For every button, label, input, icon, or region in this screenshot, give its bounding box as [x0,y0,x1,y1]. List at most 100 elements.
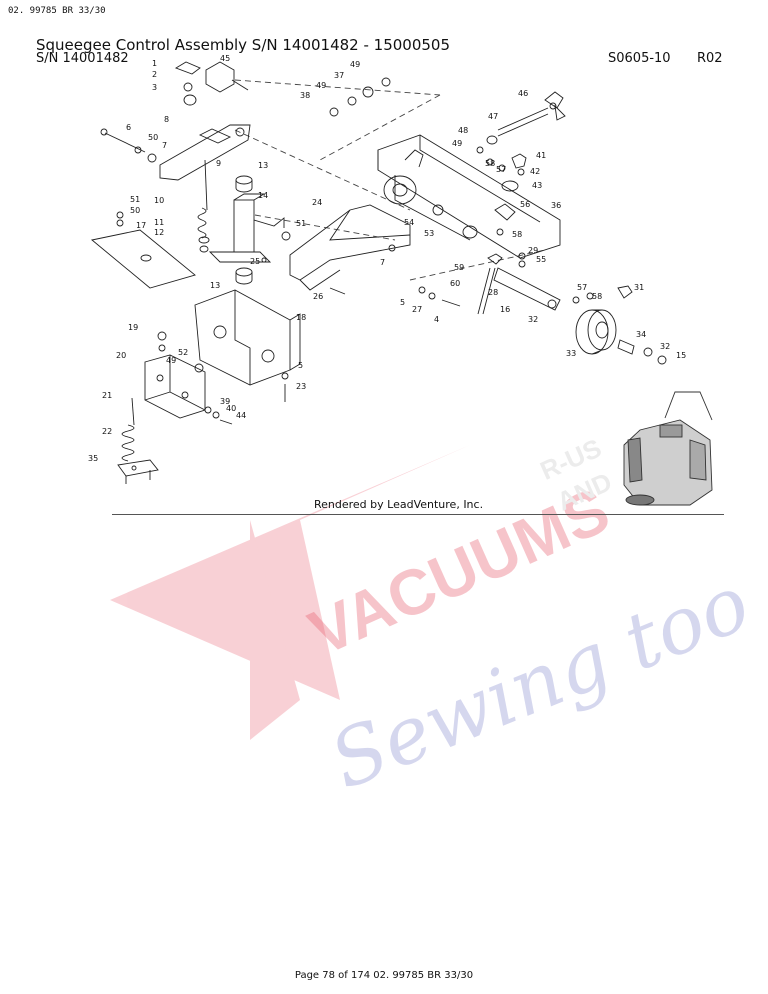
plate-part-17 [90,229,196,289]
nut-part-19 [157,331,167,341]
callout-33: 33 [566,349,576,358]
callout-34: 34 [636,330,646,339]
callout-21: 21 [102,391,112,400]
callout-31: 31 [634,283,644,292]
callout-23: 23 [296,382,306,391]
washer-part-5 [281,372,289,380]
spring-part-10 [197,207,210,253]
nut-part-51 [281,231,291,241]
washers-group-top [329,77,391,117]
callout-58b: 58 [512,230,522,239]
callout-38: 38 [300,91,310,100]
knob-part-41 [511,153,527,169]
callout-51a: 51 [130,195,140,204]
nut-part-15 [657,355,667,365]
post-part-14 [208,193,285,263]
washer-part-49 [476,146,484,154]
callout-13b: 13 [210,281,220,290]
bushing-part-48 [486,135,498,145]
washer-part-58b [496,228,504,236]
callout-11: 11 [154,218,164,227]
callout-49a: 49 [166,356,176,365]
callout-8: 8 [164,115,169,124]
drawing-code: S0605-10 [608,51,671,66]
bracket-part-35 [117,459,159,484]
arm-part-24 [289,204,411,291]
bushing-part-53 [462,225,478,239]
callout-26: 26 [313,292,323,301]
gear-part-43 [501,180,519,192]
callout-51b: 51 [296,219,306,228]
callout-42: 42 [530,167,540,176]
callout-9: 9 [216,159,221,168]
callout-54: 54 [404,218,414,227]
callout-12: 12 [154,228,164,237]
assembly-guide-lines [234,79,546,281]
callout-22: 22 [102,427,112,436]
clamp-part-1 [174,61,201,106]
callout-50: 50 [148,133,158,142]
callout-6: 6 [126,123,131,132]
page-subtitle: S/N 14001482 [36,51,129,66]
divider-rule [112,514,724,515]
block-part-56 [494,203,516,221]
frame-part-36 [377,134,561,259]
callout-60: 60 [450,279,460,288]
rod-part-21 [131,397,135,426]
callout-40: 40 [226,404,236,413]
shaft-part-47-edge [497,113,549,137]
callout-25: 25 [250,257,260,266]
floor-scrubber-thumbnail [623,391,713,506]
callout-59: 59 [454,263,464,272]
revision-label: R02 [697,51,723,66]
washer-part-19 [158,344,166,352]
callout-7: 7 [162,141,167,150]
callout-52: 52 [178,348,188,357]
bolt-part-26 [329,287,346,295]
callout-58a: 58 [485,159,495,168]
washer-part-57b [572,296,580,304]
callout-47: 47 [488,112,498,121]
callout-18: 18 [296,313,306,322]
callout-36: 36 [551,201,561,210]
washer-part-58c [586,292,594,300]
callout-10: 10 [154,196,164,205]
callout-7b: 7 [380,258,385,267]
nut-part-52 [194,363,204,373]
washer-part-27 [428,292,436,300]
rod-part-60-edge [482,267,496,315]
callout-5a: 5 [298,361,303,370]
callout-32b: 32 [660,342,670,351]
callout-55: 55 [536,255,546,264]
callout-4: 4 [434,315,439,324]
callout-58c: 58 [592,292,602,301]
axle-arm-part-16 [493,267,561,311]
callout-16: 16 [500,305,510,314]
callout-46: 46 [518,89,528,98]
washer-part-50 [116,219,124,227]
bolt-part-6 [100,128,157,163]
callout-27: 27 [412,305,422,314]
washer-part-40 [212,411,220,419]
washer-part-57 [498,164,506,172]
callout-24: 24 [312,198,322,207]
callout-29: 29 [528,246,538,255]
pin-part-25 [261,257,267,263]
callout-20: 20 [116,351,126,360]
shaft-part-47 [497,107,549,131]
callout-37: 37 [334,71,344,80]
bushing-part-54 [432,204,444,216]
callout-53: 53 [424,229,434,238]
callout-56: 56 [520,200,530,209]
washer-part-42 [517,168,525,176]
washer-part-39 [204,406,212,414]
washer-part-58 [486,158,494,166]
callout-3: 3 [152,83,157,92]
bolt-part-4 [441,299,461,307]
nut-part-7 [388,244,396,252]
callout-44: 44 [236,411,246,420]
callout-41: 41 [536,151,546,160]
callout-19: 19 [128,323,138,332]
